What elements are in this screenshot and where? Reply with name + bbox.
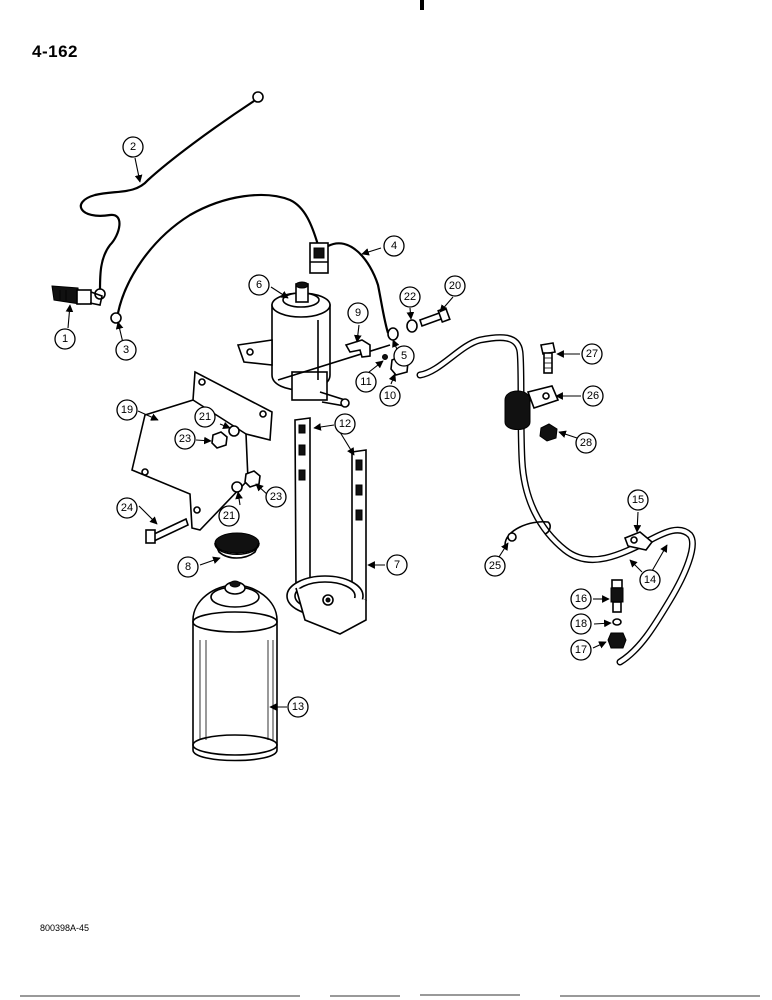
callout-28: 28 [575,432,597,454]
callout-1: 1 [54,328,76,350]
temperature-switch [51,285,103,306]
wire-connector [309,242,329,274]
elbow-fitting [344,339,371,358]
tube-nut [607,632,627,649]
svg-text:9: 9 [355,307,361,319]
callout-24: 24 [116,497,138,519]
svg-text:18: 18 [575,618,587,630]
svg-text:27: 27 [586,348,598,360]
callout-22: 22 [399,286,421,308]
svg-text:14: 14 [644,574,656,586]
svg-text:28: 28 [580,437,592,449]
svg-text:10: 10 [384,390,396,402]
callout-21-lower: 21 [218,505,240,527]
ignition-coil [236,281,391,408]
drawing-code: 800398A-45 [40,923,90,933]
callout-11: 11 [355,371,377,393]
svg-text:16: 16 [575,593,587,605]
svg-text:13: 13 [292,701,304,713]
washer [387,319,418,341]
callout-25: 25 [484,555,506,577]
fluid-tube [416,334,696,666]
callout-6: 6 [248,274,270,296]
svg-text:20: 20 [449,280,461,292]
callout-12: 12 [334,413,356,435]
nut-28 [539,423,558,442]
top-register-mark [420,0,424,10]
svg-text:17: 17 [575,644,587,656]
svg-text:26: 26 [587,390,599,402]
bolt-24 [145,517,189,544]
callout-27: 27 [581,343,603,365]
atomizer-nozzle [610,579,624,613]
callout-8: 8 [177,556,199,578]
svg-text:22: 22 [404,291,416,303]
bolt-20 [418,306,451,328]
svg-text:4: 4 [391,240,397,252]
callout-2: 2 [122,136,144,158]
svg-text:23: 23 [270,491,282,503]
mounting-bracket [131,370,273,531]
svg-text:21: 21 [223,510,235,522]
svg-text:2: 2 [130,141,136,153]
svg-text:11: 11 [360,376,371,388]
leader-lines [65,157,668,711]
callout-3: 3 [115,339,137,361]
callout-18: 18 [570,613,592,635]
callout-10: 10 [379,385,401,407]
bottom-edge-marks [20,994,760,997]
canister-cap [214,532,260,559]
callout-20: 20 [444,275,466,297]
svg-text:6: 6 [256,279,262,291]
nut-washer-set-upper [211,425,240,449]
callout-5: 5 [393,345,415,367]
nozzle-washer [612,618,622,626]
callout-4: 4 [383,235,405,257]
callout-13: 13 [287,696,309,718]
callout-9: 9 [347,302,369,324]
callout-19: 19 [116,399,138,421]
callout-14: 14 [639,569,661,591]
svg-text:12: 12 [339,418,351,430]
svg-text:1: 1 [62,333,68,345]
tube-clip [623,531,654,551]
svg-text:21: 21 [199,411,211,423]
bolt-27 [540,342,556,374]
svg-text:7: 7 [394,559,400,571]
tie-strap [504,520,551,546]
canister-strap [286,417,367,635]
svg-text:24: 24 [121,502,133,514]
svg-text:15: 15 [632,494,644,506]
svg-text:19: 19 [121,404,133,416]
callout-21-upper: 21 [194,406,216,428]
svg-text:3: 3 [123,344,129,356]
callout-17: 17 [570,639,592,661]
svg-text:23: 23 [179,433,191,445]
callout-23-upper: 23 [174,428,196,450]
callout-23-lower: 23 [265,486,287,508]
coil-lead-wire [327,242,390,334]
page-number: 4-162 [32,42,78,61]
svg-text:5: 5 [401,350,407,362]
callout-15: 15 [627,489,649,511]
callout-26: 26 [582,385,604,407]
svg-text:8: 8 [185,561,191,573]
callout-16: 16 [570,588,592,610]
tube-clamp [504,385,560,430]
ground-wire [79,91,264,300]
svg-text:25: 25 [489,560,501,572]
callout-7: 7 [386,554,408,576]
starting-fluid-canister [192,580,278,762]
